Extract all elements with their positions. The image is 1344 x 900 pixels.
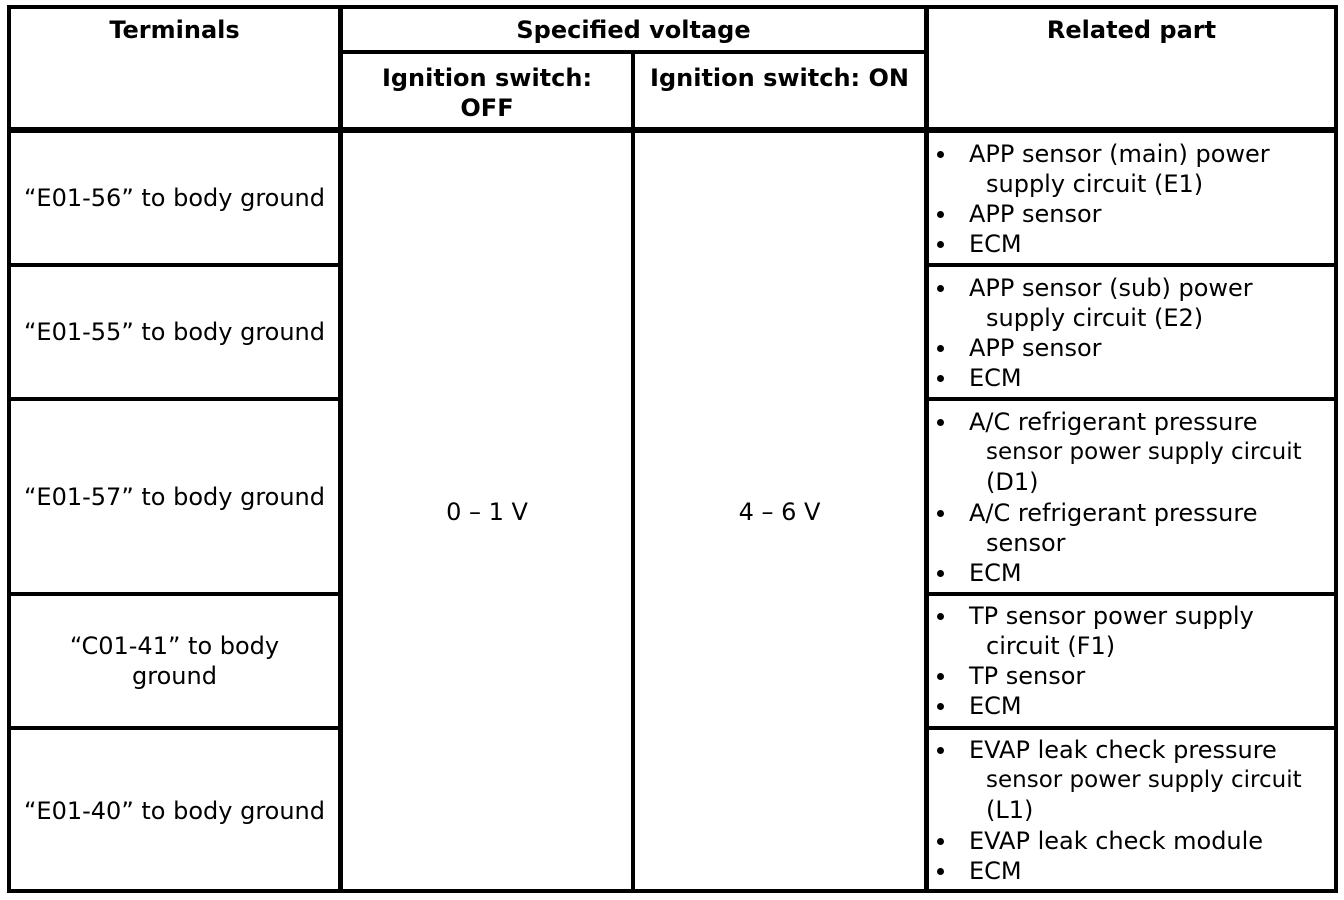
bullet-icon	[937, 510, 944, 517]
header-specified-voltage: Specified voltage	[516, 16, 751, 44]
bullet-icon	[937, 570, 944, 577]
bullet-icon	[937, 868, 944, 875]
related-part-item: ECM	[969, 857, 1022, 885]
bullet-icon	[937, 345, 944, 352]
border-right	[1334, 5, 1338, 893]
divider-col-1	[338, 5, 343, 893]
bullet-icon	[937, 703, 944, 710]
header-related-part: Related part	[1046, 16, 1217, 44]
related-part-item: EVAP leak check module	[969, 827, 1264, 855]
related-part-item: TP sensor power supply	[969, 602, 1254, 630]
related-part-item-cont: sensor	[986, 529, 1066, 557]
divider-col-2	[631, 52, 635, 893]
bullet-icon	[937, 375, 944, 382]
divider-header-sub	[338, 50, 929, 54]
bullet-icon	[937, 613, 944, 620]
border-bottom	[7, 889, 1338, 893]
divider-row-2-left	[7, 397, 343, 401]
bullet-icon	[937, 241, 944, 248]
related-part-item-cont: supply circuit (E2)	[986, 304, 1204, 332]
related-part-item-cont: circuit (F1)	[986, 632, 1116, 660]
related-part-item: A/C refrigerant pressure	[969, 408, 1258, 436]
bullet-icon	[937, 747, 944, 754]
related-part-item: ECM	[969, 559, 1022, 587]
related-part-item-cont: (L1)	[986, 796, 1034, 824]
terminal-cell: “E01-40” to body ground	[23, 797, 326, 825]
related-part-item: APP sensor (main) power	[969, 140, 1270, 168]
header-terminals: Terminals	[109, 16, 240, 44]
related-part-item: ECM	[969, 692, 1022, 720]
bullet-icon	[937, 419, 944, 426]
divider-header	[7, 127, 1338, 133]
bullet-icon	[937, 151, 944, 158]
related-part-item-cont: sensor power supply circuit	[986, 767, 1302, 793]
related-part-item-cont: supply circuit (E1)	[986, 170, 1204, 198]
related-part-item: ECM	[969, 230, 1022, 258]
bullet-icon	[937, 673, 944, 680]
divider-row-1-left	[7, 263, 343, 267]
header-ignition-on: Ignition switch: ON	[650, 64, 909, 92]
terminal-cell: “C01-41” to body	[69, 632, 280, 660]
terminal-cell: “E01-56” to body ground	[23, 184, 326, 212]
related-part-item: A/C refrigerant pressure	[969, 499, 1258, 527]
divider-row-2-right	[924, 397, 1338, 401]
terminal-cell-cont: ground	[132, 662, 217, 690]
related-part-item-cont: sensor power supply circuit	[986, 439, 1302, 465]
related-part-item: APP sensor	[969, 334, 1102, 362]
border-top	[7, 5, 1338, 9]
related-part-item: EVAP leak check pressure	[969, 736, 1277, 764]
related-part-item: APP sensor	[969, 200, 1102, 228]
divider-row-4-left	[7, 726, 343, 730]
voltage-on-value: 4 – 6 V	[738, 498, 821, 526]
voltage-off-value: 0 – 1 V	[446, 498, 528, 526]
divider-col-3	[924, 5, 929, 893]
related-part-item: TP sensor	[969, 662, 1086, 690]
divider-row-1-right	[924, 263, 1338, 267]
terminal-cell: “E01-57” to body ground	[23, 483, 326, 511]
bullet-icon	[937, 285, 944, 292]
related-part-item: APP sensor (sub) power	[969, 274, 1253, 302]
header-ignition-off-line-1: Ignition switch:	[381, 64, 593, 92]
bullet-icon	[937, 211, 944, 218]
divider-row-3-right	[924, 592, 1338, 596]
related-part-item: ECM	[969, 364, 1022, 392]
divider-row-4-right	[924, 726, 1338, 730]
border-left	[7, 5, 11, 893]
terminal-cell: “E01-55” to body ground	[23, 318, 326, 346]
related-part-item-cont: (D1)	[986, 468, 1039, 496]
divider-row-3-left	[7, 592, 343, 596]
bullet-icon	[937, 838, 944, 845]
header-ignition-off-line-2: OFF	[460, 94, 514, 122]
